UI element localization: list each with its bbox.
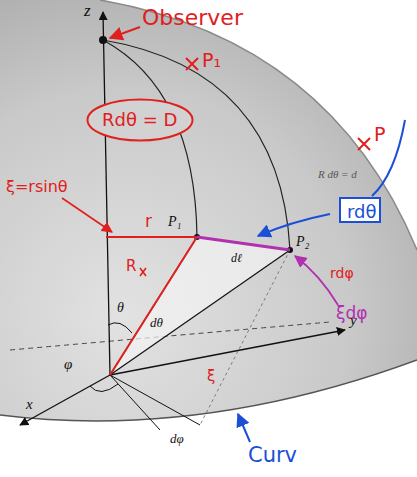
annotation: Curv — [248, 444, 297, 467]
circle-outline — [88, 100, 193, 141]
x-axis — [20, 375, 110, 425]
radius-line — [110, 250, 290, 375]
cross-mark — [186, 58, 198, 70]
cross-mark — [140, 268, 146, 276]
angle-label: φ — [64, 356, 72, 373]
arc-segment — [197, 237, 290, 250]
r-line — [110, 237, 197, 375]
point-label: P₁ — [168, 214, 181, 229]
axis-label: z — [84, 2, 91, 21]
note-text: Rdθ = D — [102, 110, 177, 130]
circled-note: Rdθ = D — [86, 98, 194, 142]
leader-line — [238, 414, 250, 442]
annotation: ξ — [207, 368, 215, 385]
z-axis — [103, 12, 110, 375]
annotation: R — [126, 258, 136, 275]
projection-line — [200, 250, 290, 425]
cross-mark — [358, 138, 370, 150]
radius-line — [110, 237, 197, 375]
theta-arc — [108, 323, 132, 333]
angle-label: dφ — [170, 432, 184, 446]
annotation: ξ=rsinθ — [6, 178, 68, 196]
wedge — [110, 237, 290, 375]
note-text: rdθ — [347, 202, 377, 222]
xi-line — [106, 236, 197, 238]
floor-line — [110, 375, 160, 430]
annotation: P₁ — [202, 50, 221, 71]
meridian — [103, 40, 290, 250]
sphere-edge — [100, 0, 417, 250]
annotation: r — [145, 212, 152, 231]
annotation: rdφ — [330, 266, 354, 281]
floor-line — [110, 375, 200, 425]
element-label: dℓ — [231, 252, 242, 265]
leader-line — [62, 198, 112, 232]
phi-arc — [90, 384, 118, 392]
annotation: P — [374, 124, 385, 145]
leader-line — [258, 214, 330, 236]
sphere-bottom-edge — [0, 360, 417, 421]
leader-line — [110, 27, 140, 38]
axis-label: x — [26, 396, 33, 413]
annotation: Observer — [142, 6, 243, 30]
blue-stroke — [372, 120, 405, 196]
angle-label: θ — [117, 300, 124, 315]
axis-label: y — [350, 312, 357, 329]
point-label: P₂ — [296, 234, 309, 249]
boxed-note: rdθ — [339, 197, 381, 223]
observer-dot — [99, 36, 107, 44]
angle-label: dθ — [150, 316, 163, 330]
struck-note: R dθ = d — [318, 168, 357, 180]
sphere-shade — [0, 0, 417, 421]
